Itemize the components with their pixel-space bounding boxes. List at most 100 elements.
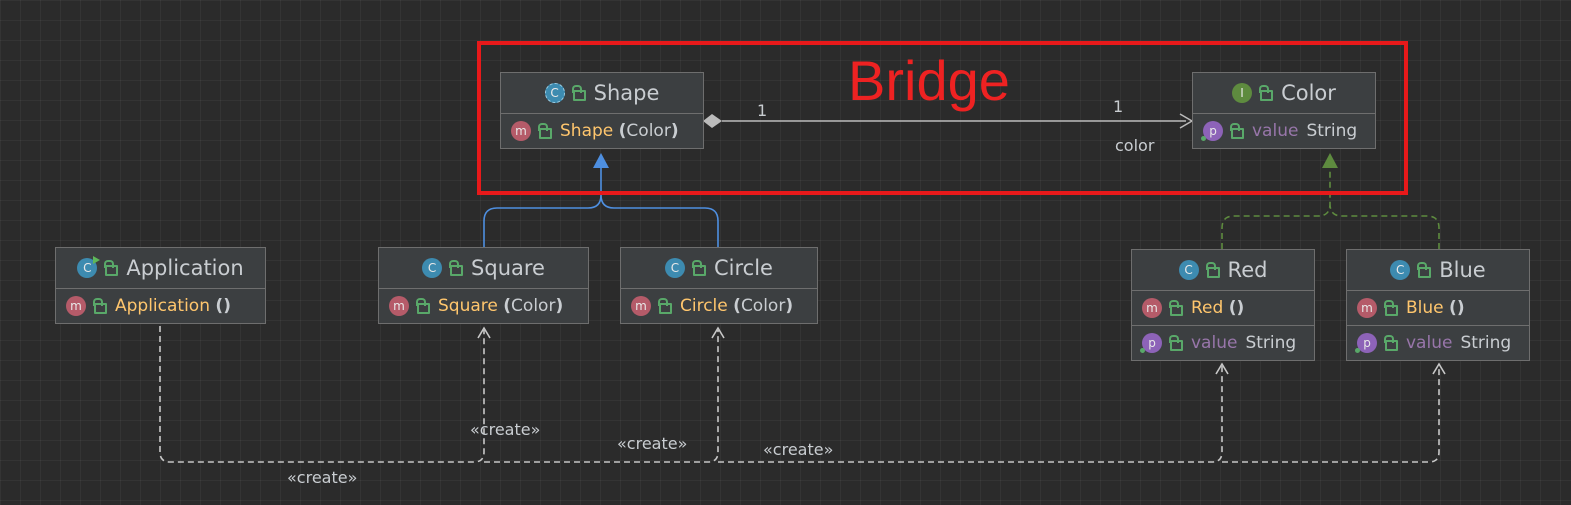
class-header: C Red bbox=[1132, 250, 1314, 291]
open-paren: ( bbox=[215, 296, 224, 316]
open-paren: ( bbox=[503, 296, 512, 316]
public-lock-icon bbox=[1170, 339, 1183, 351]
member-row[interactable]: m Blue () bbox=[1347, 291, 1529, 326]
create-dependency-line bbox=[159, 326, 485, 463]
member-row[interactable]: m Application () bbox=[56, 289, 265, 323]
property-name: value bbox=[1191, 333, 1238, 353]
member-row[interactable]: m Circle (Color) bbox=[621, 289, 817, 323]
method-name: Circle bbox=[680, 296, 728, 316]
public-lock-icon bbox=[1385, 339, 1398, 351]
dependency-arrowhead bbox=[1432, 362, 1446, 375]
public-lock-icon bbox=[1418, 266, 1432, 278]
method-icon: m bbox=[66, 296, 86, 316]
dependency-arrowhead bbox=[711, 326, 725, 339]
public-lock-icon bbox=[659, 302, 672, 314]
class-name: Square bbox=[471, 256, 545, 280]
open-paren: ( bbox=[733, 296, 741, 316]
member-row[interactable]: p value String bbox=[1132, 326, 1314, 360]
close-paren: ) bbox=[1236, 298, 1245, 318]
method-name: Red bbox=[1191, 298, 1224, 318]
param-type: Color bbox=[626, 121, 671, 141]
class-header: C Shape bbox=[501, 73, 703, 114]
inheritance-arrowhead bbox=[593, 153, 609, 168]
create-label: «create» bbox=[763, 440, 834, 459]
association-role-label: color bbox=[1115, 136, 1155, 155]
param-type: Color bbox=[740, 296, 786, 316]
class-icon: C bbox=[422, 258, 443, 278]
open-paren: ( bbox=[1228, 298, 1237, 318]
property-icon: p bbox=[1355, 333, 1377, 353]
public-lock-icon bbox=[94, 302, 107, 314]
public-lock-icon bbox=[539, 127, 552, 139]
class-node-square[interactable]: C Square m Square (Color) bbox=[378, 247, 589, 324]
public-lock-icon bbox=[1260, 89, 1274, 101]
member-row[interactable]: m Shape (Color) bbox=[501, 114, 703, 148]
bridge-title: Bridge bbox=[848, 49, 1010, 112]
class-header: I Color bbox=[1193, 73, 1375, 114]
dependency-arrowhead bbox=[477, 326, 491, 339]
dependency-arrowhead bbox=[1215, 362, 1229, 375]
method-name: Square bbox=[438, 296, 498, 316]
create-dependency-line bbox=[1222, 366, 1440, 463]
interface-icon: I bbox=[1232, 83, 1253, 103]
property-type: String bbox=[1306, 121, 1358, 141]
class-icon: C bbox=[1178, 260, 1199, 280]
class-node-shape[interactable]: C Shape m Shape (Color) bbox=[500, 72, 704, 149]
property-icon: p bbox=[1140, 333, 1162, 353]
public-lock-icon bbox=[1170, 304, 1183, 316]
property-type: String bbox=[1245, 333, 1297, 353]
source-multiplicity: 1 bbox=[757, 101, 768, 120]
method-name: Shape bbox=[560, 121, 614, 141]
class-name: Shape bbox=[593, 81, 660, 105]
abstract-class-icon: C bbox=[544, 83, 565, 103]
class-header: C Circle bbox=[621, 248, 817, 289]
create-label: «create» bbox=[470, 420, 541, 439]
public-lock-icon bbox=[572, 89, 586, 101]
composition-diamond bbox=[703, 114, 722, 128]
member-row[interactable]: m Square (Color) bbox=[379, 289, 588, 323]
inheritance-line bbox=[483, 168, 719, 247]
public-lock-icon bbox=[1385, 304, 1398, 316]
public-lock-icon bbox=[1231, 127, 1244, 139]
method-icon: m bbox=[389, 296, 409, 316]
member-row[interactable]: p value String bbox=[1193, 114, 1375, 148]
property-icon: p bbox=[1201, 121, 1223, 141]
class-icon: C bbox=[665, 258, 685, 278]
public-lock-icon bbox=[693, 264, 706, 276]
close-paren: ) bbox=[223, 296, 231, 316]
property-type: String bbox=[1460, 333, 1512, 353]
create-label: «create» bbox=[287, 468, 358, 487]
create-dependency-line bbox=[718, 366, 1223, 463]
method-name: Application bbox=[115, 296, 210, 316]
class-header: C Square bbox=[379, 248, 588, 289]
property-name: value bbox=[1406, 333, 1453, 353]
implementation-arrowhead bbox=[1322, 153, 1338, 168]
method-icon: m bbox=[631, 296, 651, 316]
class-header: C Blue bbox=[1347, 250, 1529, 291]
class-name: Red bbox=[1227, 258, 1268, 282]
class-node-circle[interactable]: C Circle m Circle (Color) bbox=[620, 247, 818, 324]
method-icon: m bbox=[1357, 298, 1377, 318]
open-paren: ( bbox=[618, 121, 627, 141]
public-lock-icon bbox=[1206, 266, 1220, 278]
member-row[interactable]: p value String bbox=[1347, 326, 1529, 360]
property-name: value bbox=[1252, 121, 1299, 141]
class-header: C Application bbox=[56, 248, 265, 289]
class-node-blue[interactable]: C Blue m Blue () p value String bbox=[1346, 249, 1530, 361]
member-row[interactable]: m Red () bbox=[1132, 291, 1314, 326]
method-icon: m bbox=[511, 121, 531, 141]
open-paren: ( bbox=[1449, 298, 1457, 318]
param-type: Color bbox=[511, 296, 556, 316]
class-node-color[interactable]: I Color p value String bbox=[1192, 72, 1376, 149]
bridge-frame bbox=[477, 41, 1408, 195]
close-paren: ) bbox=[785, 296, 794, 316]
create-dependency-line bbox=[484, 330, 719, 463]
main-class-icon: C bbox=[77, 256, 101, 278]
class-node-red[interactable]: C Red m Red () p value String bbox=[1131, 249, 1315, 361]
class-icon: C bbox=[1390, 260, 1411, 280]
public-lock-icon bbox=[105, 264, 119, 276]
method-icon: m bbox=[1142, 298, 1162, 318]
class-name: Color bbox=[1281, 81, 1336, 105]
class-node-application[interactable]: C Application m Application () bbox=[55, 247, 266, 324]
